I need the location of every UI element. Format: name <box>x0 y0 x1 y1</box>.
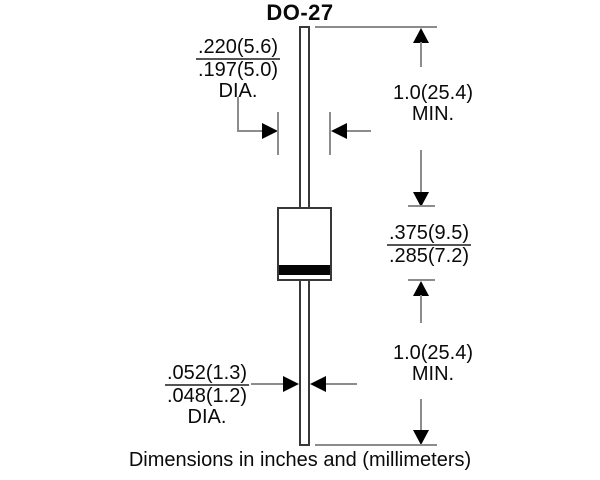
arrowhead-left-icon <box>331 123 347 139</box>
dimension-line <box>420 295 422 323</box>
lead-diameter-min: .048(1.2) <box>166 385 248 407</box>
arrowhead-down-icon <box>413 430 429 445</box>
lead-diameter-dimension: .052(1.3) .048(1.2) DIA. <box>147 363 267 428</box>
body-diameter-min: .197(5.0) <box>197 59 279 81</box>
extension-tick <box>277 112 279 155</box>
body-diameter-max: .220(5.6) <box>195 36 281 60</box>
extension-tick <box>408 279 435 281</box>
reference-line-lead-bottom <box>315 444 437 446</box>
units-caption: Dimensions in inches and (millimeters) <box>128 449 472 471</box>
leader-line <box>237 97 239 132</box>
arrowhead-up-icon <box>413 28 429 43</box>
arrowhead-down-icon <box>413 192 429 207</box>
leader-line <box>326 383 357 385</box>
dimension-line <box>420 150 422 193</box>
body-diameter-dimension: .220(5.6) .197(5.0) DIA. <box>178 37 298 102</box>
arrowhead-right-icon <box>283 376 299 392</box>
arrowhead-left-icon <box>310 376 326 392</box>
dimension-line <box>420 399 422 431</box>
lead-diameter-max: .052(1.3) <box>164 362 250 386</box>
reference-line-lead-top <box>315 26 437 28</box>
arrowhead-up-icon <box>413 281 429 296</box>
leader-line <box>238 130 264 132</box>
extension-tick <box>408 205 435 207</box>
body-diameter-label: DIA. <box>218 80 258 102</box>
leader-line <box>347 130 371 132</box>
extension-tick <box>329 112 331 155</box>
body-length-max: .375(9.5) <box>386 222 472 246</box>
cathode-band <box>279 265 330 275</box>
top-lead-length-qualifier: MIN. <box>411 103 455 125</box>
top-lead-length-value: 1.0(25.4) <box>392 82 474 104</box>
lead-diameter-label: DIA. <box>187 406 227 428</box>
arrowhead-right-icon <box>262 123 278 139</box>
bottom-lead-length-value: 1.0(25.4) <box>392 342 474 364</box>
bottom-lead-length-dimension: 1.0(25.4) MIN. <box>373 343 493 385</box>
dimension-line <box>420 42 422 67</box>
page-title: DO-27 <box>266 0 334 25</box>
leader-line <box>251 383 285 385</box>
bottom-lead-length-qualifier: MIN. <box>411 363 455 385</box>
body-length-min: .285(7.2) <box>388 245 470 267</box>
body-length-dimension: .375(9.5) .285(7.2) <box>369 223 489 267</box>
top-lead-length-dimension: 1.0(25.4) MIN. <box>373 83 493 125</box>
